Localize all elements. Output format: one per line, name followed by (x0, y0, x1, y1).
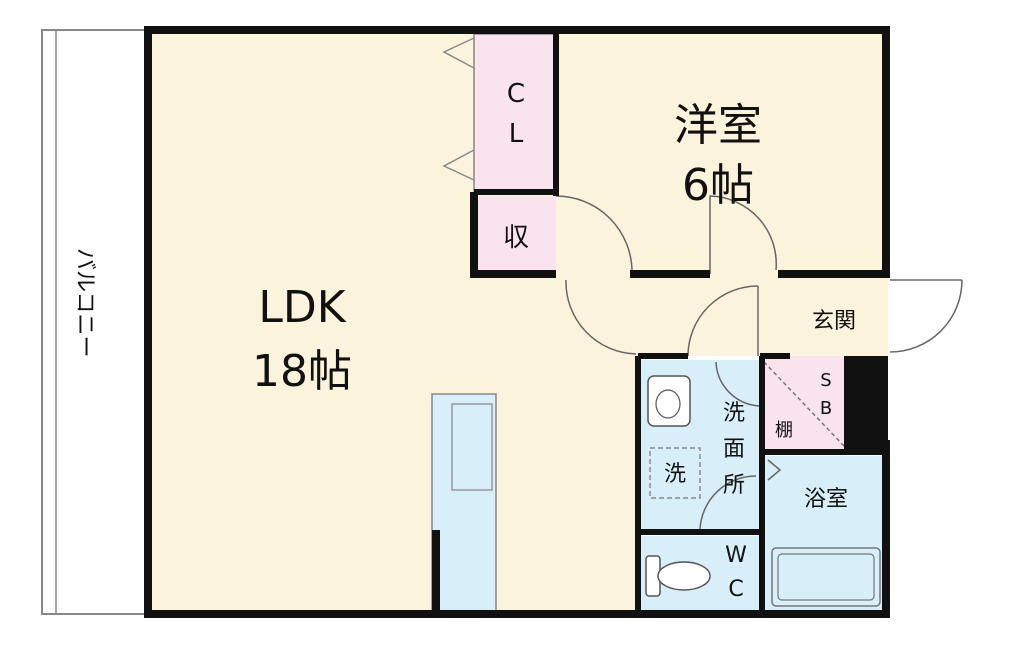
ldk-size: 18帖 (252, 346, 352, 397)
western-room-floor (556, 30, 888, 274)
shelf-label: 棚 (775, 420, 793, 441)
closet-door-marks-2 (442, 149, 475, 181)
washroom-label-2: 面 (723, 437, 745, 462)
balcony-label: バルコニー (72, 248, 97, 358)
closet-floor (473, 33, 557, 193)
corridor-floor (556, 274, 888, 356)
closet-label-c: C (507, 79, 525, 109)
western-room-name: 洋室 (674, 100, 762, 151)
washbasin-icon (647, 375, 691, 427)
storage-floor (474, 196, 556, 274)
washroom-label-1: 洗 (723, 401, 745, 426)
walls (144, 26, 890, 618)
door-swings (555, 195, 963, 531)
toilet-icon (645, 555, 711, 597)
bathroom-label: 浴室 (804, 487, 848, 512)
toilet-label-w: W (725, 543, 747, 568)
kitchen-counter (431, 393, 497, 613)
toilet-label-c: C (728, 577, 743, 602)
western-room-size: 6帖 (682, 160, 754, 211)
washroom-label-3: 所 (723, 473, 745, 498)
bathtub (771, 547, 881, 607)
shoebox-label-b: B (820, 398, 832, 419)
shoebox-block (844, 356, 888, 452)
ldk-name: LDK (258, 282, 346, 333)
closet-door-marks (442, 37, 475, 69)
shoebox-label-s: S (820, 370, 831, 391)
washer-space (649, 447, 701, 499)
storage-label: 収 (503, 223, 529, 253)
entrance-label: 玄関 (812, 309, 856, 334)
washer-label: 洗 (664, 462, 686, 487)
balcony (41, 29, 149, 615)
closet-label-l: L (509, 119, 524, 149)
